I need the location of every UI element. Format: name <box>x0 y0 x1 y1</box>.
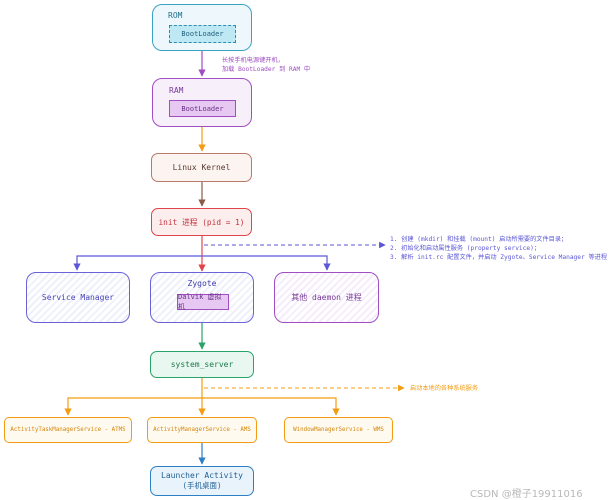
kernel-label: Linux Kernel <box>172 163 231 172</box>
ram-bootloader-box: BootLoader <box>169 100 236 117</box>
launcher-node: Launcher Activity (手机桌面) <box>150 466 254 496</box>
ams-label: ActivityManagerService - AMS <box>153 427 251 433</box>
init-note: 1. 创建 (mkdir) 和挂载 (mount) 启动所需要的文件目录； 2.… <box>390 235 607 262</box>
kernel-node: Linux Kernel <box>151 153 252 182</box>
boot-note: 长按手机电源键开机， 加载 BootLoader 到 RAM 中 <box>222 56 310 74</box>
rom-bootloader-box: BootLoader <box>169 25 236 43</box>
wms-node: WindowManagerService - WMS <box>284 417 393 443</box>
system-server-note: 启动本地的各种系统服务 <box>410 385 479 392</box>
dalvik-vm-box: Dalvik 虚拟机 <box>177 293 229 311</box>
arrow-init-to-service-manager <box>73 255 202 271</box>
zygote-node: Zygote Dalvik 虚拟机 <box>150 272 254 323</box>
ams-node: ActivityManagerService - AMS <box>147 417 257 443</box>
arrow-init-to-daemon <box>202 255 331 271</box>
arrow-system-server-to-atms <box>64 397 202 416</box>
atms-label: ActivityTaskManagerService - ATMS <box>10 427 126 433</box>
init-node: init 进程 (pid = 1) <box>151 208 252 236</box>
init-note-line-2: 2. 初始化和启动属性服务 (property service)； <box>390 245 541 252</box>
launcher-label-line-2: (手机桌面) <box>182 481 222 490</box>
rom-node: ROM BootLoader <box>152 4 252 51</box>
ram-label: RAM <box>169 86 184 95</box>
zygote-label: Zygote <box>187 279 217 288</box>
service-manager-label: Service Manager <box>41 293 115 302</box>
watermark: CSDN @橙子19911016 <box>470 489 583 500</box>
rom-label: ROM <box>168 11 183 20</box>
daemon-label: 其他 daemon 进程 <box>291 293 362 302</box>
system-server-label: system_server <box>170 360 234 369</box>
system-server-node: system_server <box>150 351 254 378</box>
boot-note-line-2: 加载 BootLoader 到 RAM 中 <box>222 66 311 73</box>
ram-node: RAM BootLoader <box>152 78 252 127</box>
service-manager-node: Service Manager <box>26 272 130 323</box>
boot-note-line-1: 长按手机电源键开机， <box>222 57 284 64</box>
daemon-node: 其他 daemon 进程 <box>274 272 379 323</box>
init-label: init 进程 (pid = 1) <box>158 217 245 227</box>
init-note-line-1: 1. 创建 (mkdir) 和挂载 (mount) 启动所需要的文件目录； <box>390 236 568 243</box>
init-note-line-3: 3. 解析 init.rc 配置文件，并启动 Zygote、Service Ma… <box>390 254 608 261</box>
arrow-system-server-to-wms <box>202 397 340 416</box>
atms-node: ActivityTaskManagerService - ATMS <box>4 417 132 443</box>
launcher-label-line-1: Launcher Activity <box>161 471 243 480</box>
wms-label: WindowManagerService - WMS <box>293 427 384 433</box>
